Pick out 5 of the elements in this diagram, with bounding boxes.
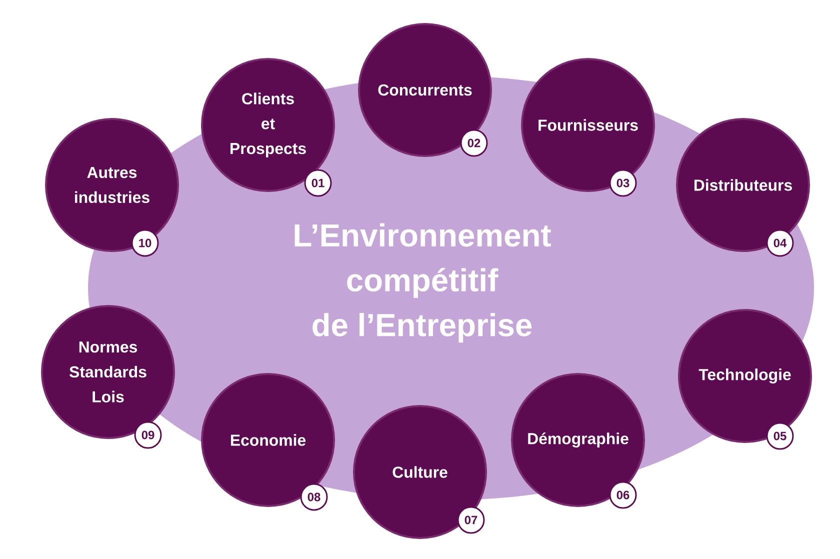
number-badge: 06 bbox=[609, 481, 637, 509]
number-badge: 09 bbox=[134, 421, 162, 449]
number-badge: 07 bbox=[457, 506, 485, 534]
number-badge: 08 bbox=[300, 483, 328, 511]
number-badge: 05 bbox=[766, 422, 794, 450]
